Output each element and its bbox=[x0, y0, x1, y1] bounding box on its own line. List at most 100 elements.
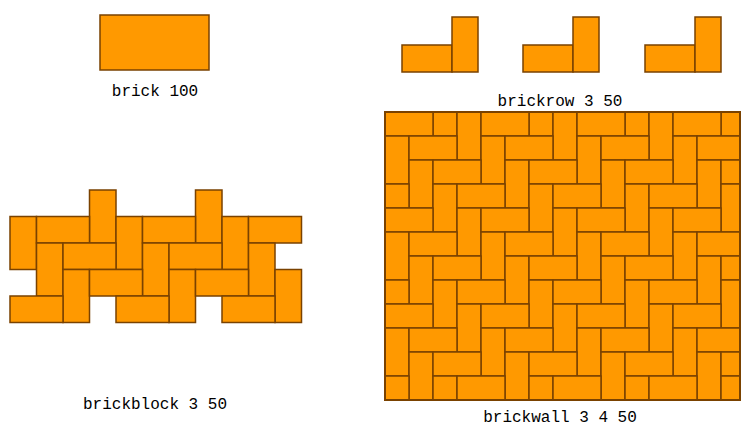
brick bbox=[385, 112, 433, 136]
brick bbox=[649, 376, 697, 400]
brick-wall bbox=[385, 112, 740, 400]
brick bbox=[697, 328, 740, 352]
brick bbox=[529, 160, 577, 184]
brick bbox=[697, 352, 721, 400]
brick bbox=[673, 328, 697, 376]
brick bbox=[457, 208, 481, 256]
brick bbox=[625, 184, 649, 232]
brick bbox=[553, 280, 601, 304]
brick bbox=[385, 184, 409, 208]
brick bbox=[169, 270, 196, 323]
brick bbox=[529, 376, 553, 400]
brick bbox=[222, 217, 249, 270]
brick bbox=[721, 352, 740, 376]
brick bbox=[523, 45, 573, 72]
brick bbox=[457, 112, 481, 160]
brick bbox=[601, 160, 625, 208]
brick bbox=[249, 243, 276, 296]
brick bbox=[481, 328, 505, 376]
brick bbox=[433, 184, 457, 232]
brick bbox=[457, 280, 505, 304]
brick bbox=[249, 217, 302, 244]
brick bbox=[577, 304, 625, 328]
brick bbox=[457, 376, 505, 400]
brick bbox=[721, 112, 740, 136]
brick bbox=[577, 112, 625, 136]
brick bbox=[505, 328, 553, 352]
caption-label: brickwall 3 4 50 bbox=[483, 408, 637, 428]
brick bbox=[721, 184, 740, 232]
brick bbox=[457, 304, 481, 352]
brick bbox=[577, 232, 601, 280]
brick bbox=[481, 136, 505, 184]
brick bbox=[385, 208, 433, 232]
brick bbox=[37, 217, 90, 244]
brick bbox=[695, 17, 721, 72]
brick bbox=[505, 136, 553, 160]
brick bbox=[385, 304, 433, 328]
wall-border bbox=[385, 112, 740, 400]
brick bbox=[505, 352, 529, 400]
caption-label: brick 100 bbox=[112, 82, 198, 102]
brick bbox=[481, 112, 529, 136]
brick bbox=[385, 376, 409, 400]
brick bbox=[409, 160, 433, 208]
brick bbox=[505, 232, 553, 256]
brick bbox=[697, 160, 721, 208]
brick bbox=[433, 280, 457, 328]
brick bbox=[601, 136, 649, 160]
brick bbox=[721, 280, 740, 328]
brick bbox=[116, 217, 143, 270]
brick bbox=[529, 280, 553, 328]
brick bbox=[90, 190, 117, 243]
brick bbox=[275, 270, 302, 323]
brick bbox=[529, 184, 553, 232]
brick bbox=[553, 208, 577, 256]
brick bbox=[625, 160, 673, 184]
brick bbox=[673, 232, 697, 280]
brick bbox=[625, 280, 649, 328]
brick bbox=[649, 280, 697, 304]
brick bbox=[505, 256, 529, 304]
brick bbox=[625, 352, 673, 376]
brick bbox=[505, 160, 529, 208]
brick bbox=[529, 352, 577, 376]
brick bbox=[169, 243, 222, 270]
brick bbox=[625, 256, 673, 280]
caption-label: brickblock 3 50 bbox=[83, 395, 227, 415]
brick bbox=[196, 190, 223, 243]
brick bbox=[409, 256, 433, 304]
brick bbox=[553, 184, 601, 208]
brick bbox=[10, 296, 63, 323]
brick bbox=[673, 304, 721, 328]
brick bbox=[90, 270, 143, 297]
brick bbox=[601, 352, 625, 400]
brick bbox=[625, 376, 649, 400]
brick bbox=[601, 328, 649, 352]
brick bbox=[409, 232, 457, 256]
brick bbox=[625, 112, 649, 136]
brick bbox=[481, 232, 505, 280]
brick bbox=[673, 208, 721, 232]
brick bbox=[577, 208, 625, 232]
brick bbox=[673, 112, 721, 136]
brick bbox=[649, 304, 673, 352]
brick bbox=[37, 243, 64, 296]
brick-block bbox=[10, 190, 302, 323]
brick bbox=[697, 256, 721, 304]
brick bbox=[649, 208, 673, 256]
brick bbox=[649, 184, 697, 208]
brick bbox=[553, 376, 601, 400]
brick bbox=[116, 296, 169, 323]
brick bbox=[433, 112, 457, 136]
brick bbox=[433, 376, 457, 400]
brick bbox=[529, 112, 553, 136]
brick bbox=[385, 232, 409, 280]
brick bbox=[409, 136, 457, 160]
brick bbox=[529, 256, 577, 280]
brick bbox=[409, 328, 457, 352]
brick bbox=[481, 304, 529, 328]
bricks bbox=[10, 15, 742, 424]
